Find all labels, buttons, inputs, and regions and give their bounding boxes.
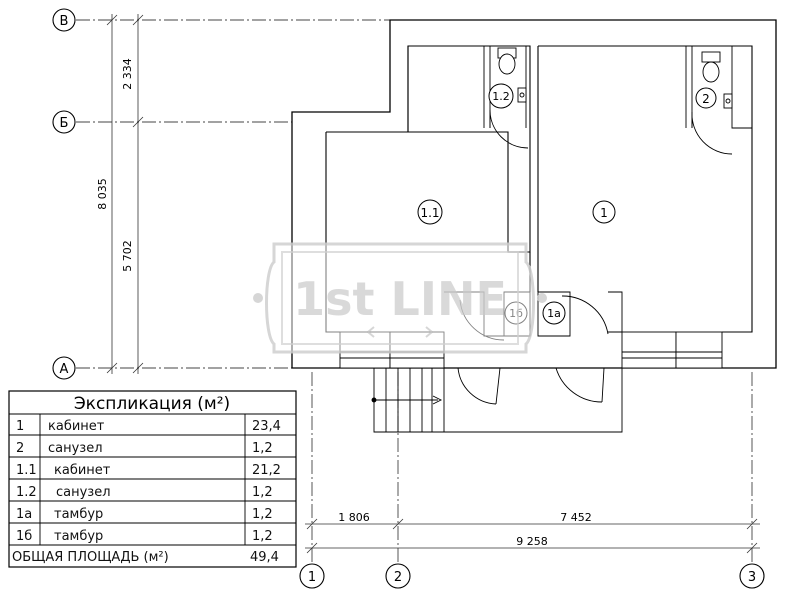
room-label-1: 1 [600,206,608,220]
row-2-name: санузел [48,441,103,456]
axis-bubble-3: 3 [739,563,765,589]
wc-fixtures [497,47,733,109]
row-4-area: 1,2 [252,485,273,500]
room-label-2: 2 [702,92,710,106]
axis-bubble-2: 2 [385,563,411,589]
room-label-1-1: 1.1 [420,206,439,220]
room-tag-1-2: 1.2 [488,83,514,109]
horizontal-dimension-lines [305,518,760,554]
table-row: 1.2 санузел 1,2 [16,485,273,500]
dimension-text-5702: 5 702 [121,240,134,272]
stairs-arrow-icon [432,395,443,405]
axis-bubble-v: В [52,8,76,32]
axis-bubbles: В Б А 1 2 3 [52,8,765,589]
porch-outline [444,368,623,433]
door-office-right [561,295,609,335]
watermark-dot-left [253,293,263,303]
watermark-logo: 1st LINE [253,242,547,354]
table-row: 1б тамбур 1,2 [16,529,273,544]
room-tag-1-1: 1.1 [417,199,443,225]
axis-label-1: 1 [308,570,316,585]
watermark-frame [265,242,535,354]
sink-left-icon [517,87,527,103]
axis-bubble-b: Б [52,110,76,134]
axis-label-a: А [60,362,69,377]
row-6-name: тамбур [54,529,103,544]
row-4-name: санузел [56,485,111,500]
row-5-name: тамбур [54,507,103,522]
row-3-name: кабинет [54,463,111,478]
row-5-area: 1,2 [252,507,273,522]
door-wc-right [691,111,733,155]
dimension-text-8035: 8 035 [96,178,109,210]
toilet-left-icon [497,47,517,75]
axis-label-3: 3 [748,570,756,585]
door-jamb-right [608,291,623,333]
watermark-dot-right [537,293,547,303]
dimension-text-7452: 7 452 [560,511,592,524]
table-title: Экспликация (м²) [74,394,230,414]
toilet-right-icon [701,51,721,83]
window-right-2 [675,331,723,369]
watermark-text: 1st LINE [293,272,507,326]
row-4-number: 1.2 [16,485,37,500]
axis-label-b: Б [60,116,69,131]
stairs-start-dot [371,397,377,403]
table-row: 2 санузел 1,2 [16,441,273,456]
entrance-stairs [371,368,623,433]
room-tag-1a: 1а [542,301,566,325]
building-walls [291,19,777,369]
row-5-number: 1а [16,507,32,522]
row-3-number: 1.1 [16,463,37,478]
window-right-1 [621,331,677,369]
axis-bubble-a: А [52,356,76,380]
row-1-name: кабинет [48,419,105,434]
row-1-number: 1 [16,419,24,434]
row-6-number: 1б [16,529,32,544]
row-2-area: 1,2 [252,441,273,456]
table-row: 1а тамбур 1,2 [16,507,273,522]
total-area-label: ОБЩАЯ ПЛОЩАДЬ (м²) [12,550,169,565]
door-entrance-right [555,367,605,403]
axis-label-v: В [60,14,69,29]
dimension-text-9258: 9 258 [516,535,548,548]
axis-bubble-1: 1 [299,563,325,589]
inner-wall-east [538,45,753,333]
dimension-text-2334: 2 334 [121,58,134,90]
dimension-text-1806: 1 806 [338,511,370,524]
table-row: 1.1 кабинет 21,2 [16,463,281,478]
sink-right-icon [723,93,733,109]
vestibule-1a-walls [537,291,571,337]
vertical-dimension-lines [106,14,144,374]
explication-table: Экспликация (м²) 1 кабинет 23,4 2 санузе… [8,390,297,568]
outer-wall-outline [291,19,777,369]
row-1-area: 23,4 [252,419,281,434]
room-label-1a: 1а [547,307,561,320]
door-entrance-left [457,367,501,405]
room-tag-1: 1 [592,200,616,224]
row-6-area: 1,2 [252,529,273,544]
room-label-1-2: 1.2 [492,90,510,103]
row-2-number: 2 [16,441,24,456]
axis-label-2: 2 [394,570,402,585]
row-3-area: 21,2 [252,463,281,478]
room-tag-2: 2 [695,87,717,109]
table-grid [9,413,296,546]
table-row: 1 кабинет 23,4 [16,419,281,434]
door-wc-left [489,109,529,149]
total-area-value: 49,4 [250,550,279,565]
